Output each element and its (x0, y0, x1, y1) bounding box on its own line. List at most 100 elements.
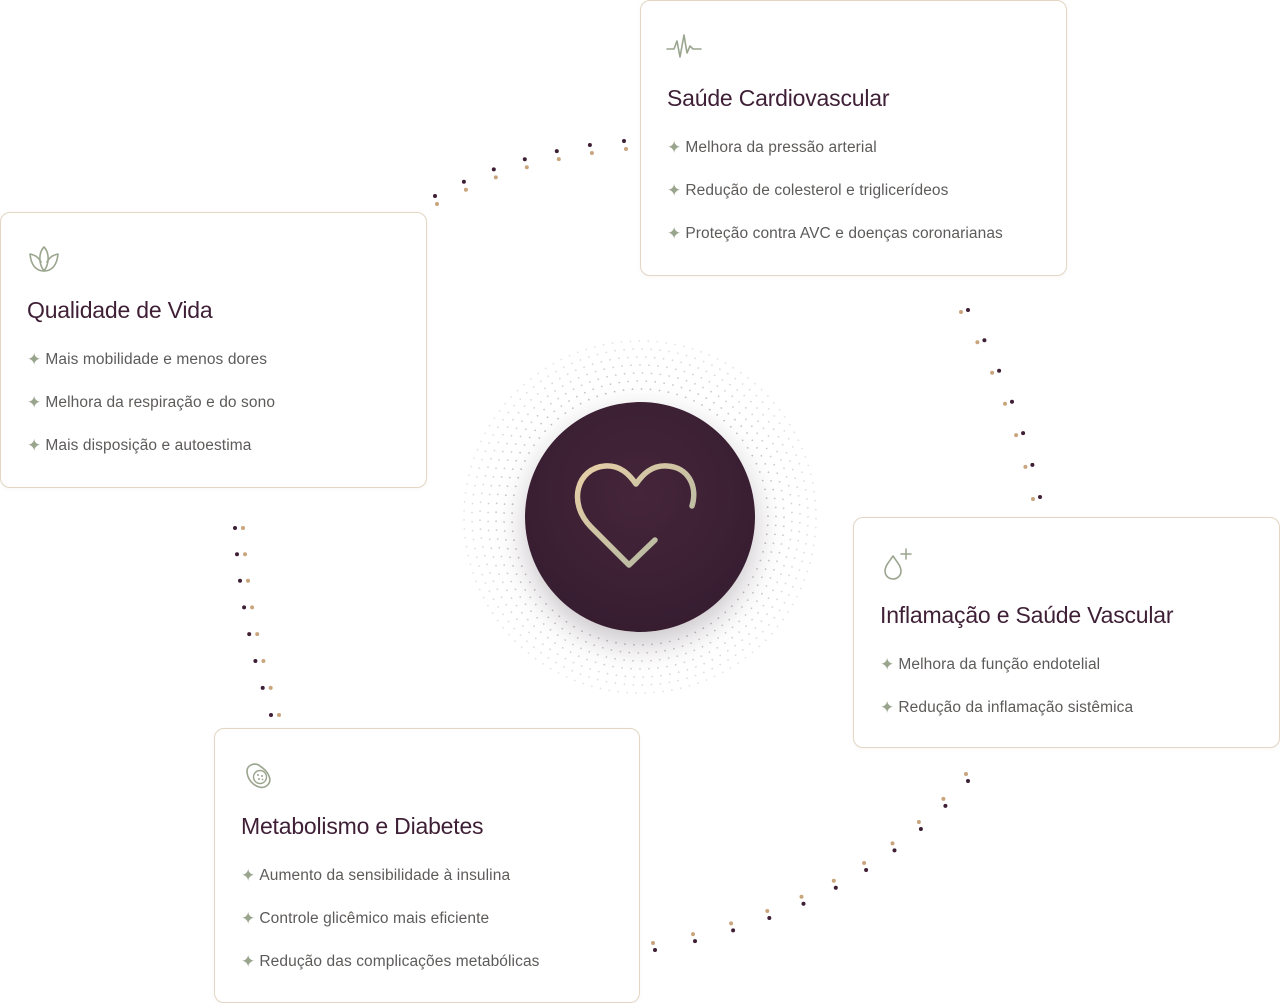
halo-dot (783, 430, 786, 432)
halo-dot (801, 447, 803, 450)
halo-dot (693, 649, 696, 652)
halo-dot (672, 384, 674, 386)
halo-dot (547, 616, 550, 619)
halo-dot (474, 484, 476, 487)
halo-dot (692, 658, 694, 661)
connector-dot (767, 916, 772, 920)
halo-dot (600, 385, 603, 388)
halo-dot (774, 533, 776, 536)
halo-dot (709, 641, 712, 644)
halo-dot (752, 591, 754, 594)
halo-dot (594, 346, 596, 348)
halo-dot (738, 620, 741, 623)
connector-dot (250, 605, 255, 610)
halo-dot (482, 483, 485, 486)
halo-dot (760, 620, 763, 623)
halo-dot (557, 417, 559, 420)
halo-dot (730, 605, 733, 608)
halo-dot (697, 682, 699, 685)
halo-dot (716, 647, 719, 649)
halo-dot (579, 402, 582, 405)
halo-dot (721, 671, 724, 674)
halo-dot (629, 340, 632, 343)
halo-dot (708, 380, 711, 383)
benefit-item: ✦Proteção contra AVC e doenças coronaria… (667, 224, 1003, 243)
halo-dot (517, 556, 520, 559)
halo-dot (622, 389, 625, 391)
halo-dot (521, 611, 523, 614)
halo-dot (710, 622, 712, 625)
halo-dot (576, 351, 579, 354)
halo-dot (497, 426, 499, 429)
halo-dot (651, 675, 654, 678)
halo-dot (679, 687, 682, 690)
halo-dot (480, 492, 483, 495)
halo-dot (605, 351, 608, 354)
halo-dot (734, 644, 737, 647)
halo-dot (713, 401, 715, 404)
halo-dot (705, 397, 708, 400)
halo-dot (729, 667, 732, 669)
halo-dot (514, 485, 517, 488)
halo-dot (511, 530, 514, 533)
halo-dot (677, 352, 679, 355)
halo-dot (638, 340, 641, 342)
halo-dot (790, 502, 793, 505)
halo-dot (734, 418, 736, 421)
card-cardiovascular: Saúde Cardiovascular ✦Melhora da pressão… (640, 0, 1067, 276)
halo-dot (572, 388, 575, 391)
halo-dot (776, 598, 778, 601)
halo-dot (491, 612, 494, 615)
halo-dot (574, 369, 577, 372)
benefit-item: ✦Mais disposição e autoestima (27, 436, 252, 455)
halo-dot (501, 581, 504, 584)
halo-dot (688, 364, 691, 366)
halo-dot (573, 625, 575, 628)
halo-dot (544, 430, 546, 432)
halo-dot (713, 629, 716, 632)
halo-dot (669, 673, 671, 676)
halo-dot (586, 373, 588, 376)
halo-dot (546, 636, 549, 639)
halo-dot (755, 462, 758, 465)
halo-dot (538, 437, 541, 439)
halo-dot (803, 579, 806, 581)
connector-dot (941, 796, 946, 801)
heartbeat-pulse-icon (666, 29, 702, 65)
halo-dot (515, 573, 518, 576)
halo-dot (513, 494, 515, 497)
halo-dot (527, 413, 529, 416)
halo-dot (631, 388, 634, 391)
halo-dot (798, 462, 801, 465)
halo-dot (635, 356, 638, 358)
halo-dot (493, 449, 496, 452)
halo-dot (642, 644, 644, 646)
halo-dot (813, 490, 816, 493)
connector-dot (918, 827, 923, 831)
halo-dot (765, 585, 768, 587)
halo-dot (487, 604, 489, 607)
halo-dot (711, 658, 714, 661)
halo-dot (488, 590, 491, 593)
halo-dot (526, 640, 528, 643)
halo-dot (546, 416, 549, 419)
halo-dot (795, 548, 798, 551)
halo-dot (773, 616, 776, 619)
halo-dot (798, 530, 801, 533)
halo-dot (488, 493, 491, 496)
halo-dot (579, 359, 582, 361)
halo-dot (568, 400, 570, 402)
halo-dot (713, 675, 716, 678)
halo-dot (693, 400, 695, 402)
halo-dot (610, 649, 613, 651)
halo-dot (673, 647, 675, 650)
connector-dot (554, 149, 559, 154)
halo-dot (528, 452, 530, 454)
halo-dot (780, 459, 782, 461)
halo-dot (660, 674, 662, 677)
halo-dot (508, 633, 510, 636)
halo-dot (633, 644, 635, 646)
halo-dot (624, 643, 626, 645)
benefit-item: ✦Controle glicêmico mais eficiente (241, 909, 490, 928)
halo-dot (764, 463, 767, 465)
